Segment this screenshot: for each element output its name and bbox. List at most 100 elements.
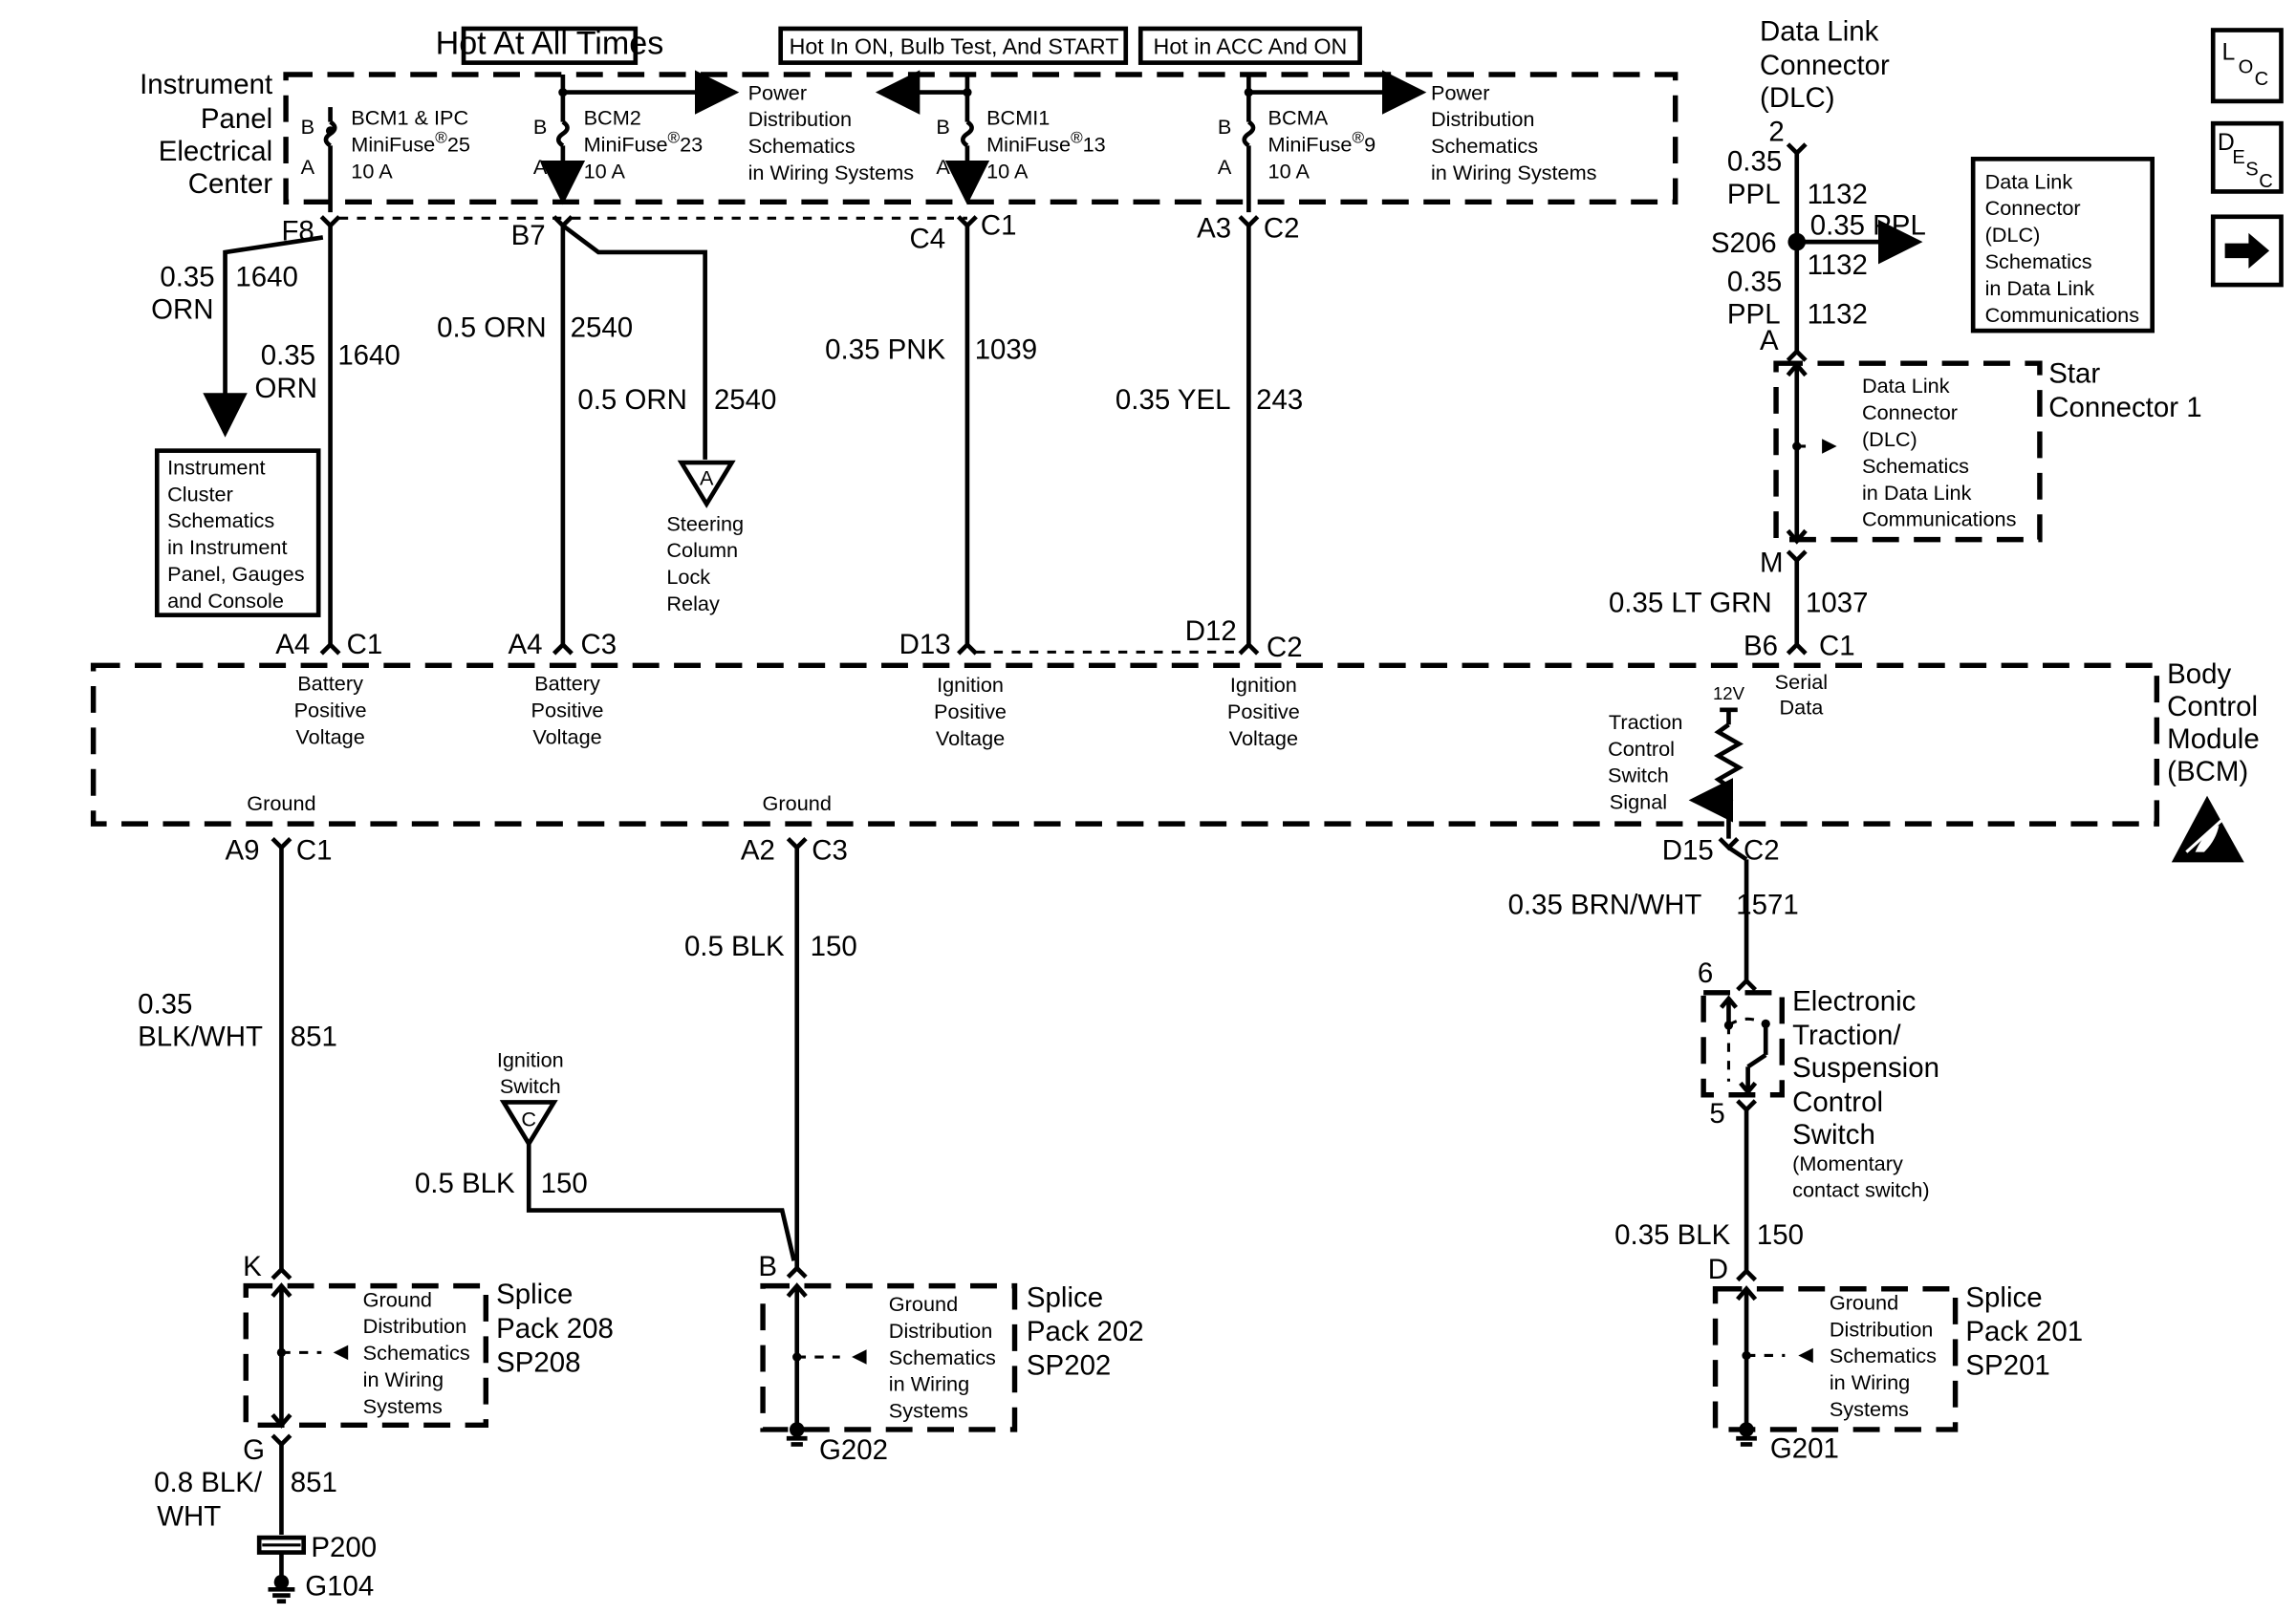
wire-1571: 0.35 BRN/WHT 1571 6 <box>1508 846 1799 992</box>
svg-text:Power: Power <box>1431 80 1489 104</box>
svg-text:D: D <box>2218 130 2235 156</box>
svg-text:Ground: Ground <box>247 791 315 815</box>
wire-1039: 0.35 PNK 1039 <box>825 226 1037 645</box>
svg-text:1039: 1039 <box>975 334 1038 366</box>
svg-text:Data Link: Data Link <box>1760 15 1879 47</box>
desc-icon[interactable]: D E S C <box>2210 120 2284 194</box>
svg-text:Schematics: Schematics <box>1830 1344 1937 1367</box>
svg-text:B: B <box>758 1251 777 1282</box>
fuse-bcma: B A BCMA MiniFuse®9 10 A <box>1218 70 1427 213</box>
svg-text:Schematics: Schematics <box>1985 249 2092 273</box>
svg-text:C4: C4 <box>910 223 946 254</box>
ground-wire-851-to-g104: G 0.8 BLK/ WHT 851 P200 G104 <box>154 1433 377 1604</box>
svg-text:Schematics: Schematics <box>167 508 274 532</box>
svg-text:in Data Link: in Data Link <box>1862 481 1972 505</box>
bcm-bottom-pins: A9 C1 A2 C3 D15 C2 <box>226 834 1780 866</box>
svg-text:Schematics: Schematics <box>363 1341 470 1365</box>
next-arrow-icon[interactable] <box>2210 214 2284 288</box>
svg-text:ORN: ORN <box>151 294 213 326</box>
svg-text:150: 150 <box>541 1168 588 1199</box>
svg-text:in Wiring: in Wiring <box>889 1372 969 1396</box>
svg-text:Splice: Splice <box>496 1279 573 1310</box>
svg-text:1132: 1132 <box>1808 179 1868 210</box>
svg-text:Control: Control <box>1792 1087 1883 1118</box>
power-distribution-link-1[interactable]: Power Distribution Schematics in Wiring … <box>748 80 915 184</box>
ground-distribution-link-sp201[interactable]: Ground Distribution Schematics in Wiring… <box>1830 1290 1937 1421</box>
svg-text:Electronic: Electronic <box>1792 985 1916 1017</box>
svg-text:Column: Column <box>666 538 738 562</box>
svg-text:D13: D13 <box>899 629 951 660</box>
dlc-schematics-link[interactable]: Data Link Connector (DLC) Schematics in … <box>1970 157 2155 334</box>
ipec-connector-pins: F8 B7 C4 C1 A3 C2 <box>281 209 1299 254</box>
svg-text:C2: C2 <box>1267 632 1303 663</box>
svg-text:Battery: Battery <box>534 672 600 696</box>
ipec-label: Instrument Panel Electrical Center <box>140 69 272 200</box>
ground-distribution-link-sp208[interactable]: Ground Distribution Schematics in Wiring… <box>363 1287 470 1418</box>
svg-text:A4: A4 <box>509 629 543 660</box>
svg-text:0.35: 0.35 <box>1727 266 1782 297</box>
fuse-bcmi1: B A BCMI1 MiniFuse®13 10 A <box>875 70 1106 205</box>
svg-text:Ground: Ground <box>889 1292 958 1316</box>
svg-text:B: B <box>1218 115 1231 139</box>
svg-text:0.8 BLK/: 0.8 BLK/ <box>154 1467 263 1498</box>
instrument-cluster-link[interactable]: Instrument Cluster Schematics in Instrum… <box>154 448 321 617</box>
svg-text:Lock: Lock <box>666 565 710 589</box>
loc-icon[interactable]: L O C <box>2210 28 2284 104</box>
svg-text:S: S <box>2245 159 2258 180</box>
svg-text:M: M <box>1760 548 1784 579</box>
svg-text:in Instrument: in Instrument <box>167 535 287 559</box>
svg-text:0.35 YEL: 0.35 YEL <box>1116 384 1231 416</box>
header-hot-on-bulb-start: Hot In ON, Bulb Test, And START <box>778 26 1129 65</box>
svg-text:(DLC): (DLC) <box>1985 223 2041 247</box>
svg-text:Ignition: Ignition <box>1230 673 1297 697</box>
steering-column-lock-relay[interactable]: A Steering Column Lock Relay <box>666 460 744 615</box>
svg-text:Data Link: Data Link <box>1862 374 1950 398</box>
svg-text:in Wiring: in Wiring <box>363 1367 444 1391</box>
svg-text:0.5 BLK: 0.5 BLK <box>415 1168 515 1199</box>
svg-text:Positive: Positive <box>934 699 1007 723</box>
svg-text:Switch: Switch <box>500 1074 561 1098</box>
svg-text:A: A <box>533 155 548 179</box>
svg-text:0.35 LT GRN: 0.35 LT GRN <box>1609 588 1772 619</box>
svg-text:C1: C1 <box>296 834 333 866</box>
svg-text:Serial: Serial <box>1775 670 1828 694</box>
svg-text:Voltage: Voltage <box>936 726 1005 750</box>
svg-text:0.35: 0.35 <box>1727 146 1782 178</box>
svg-text:Pack 201: Pack 201 <box>1965 1316 2083 1347</box>
ground-distribution-link-sp202[interactable]: Ground Distribution Schematics in Wiring… <box>889 1292 996 1423</box>
power-distribution-link-2[interactable]: Power Distribution Schematics in Wiring … <box>1431 80 1597 184</box>
ground-wire-150-mid: 0.5 BLK 150 0.5 BLK 150 B <box>415 847 857 1282</box>
svg-text:Data Link: Data Link <box>1985 169 2073 193</box>
svg-text:10 A: 10 A <box>351 159 393 183</box>
svg-text:A: A <box>700 465 714 489</box>
header-hot-acc-on: Hot in ACC And ON <box>1137 26 1362 65</box>
svg-text:Body: Body <box>2167 658 2231 690</box>
svg-text:1571: 1571 <box>1736 890 1799 921</box>
svg-text:6: 6 <box>1698 958 1713 989</box>
electronic-traction-suspension-control-switch[interactable]: Electronic Traction/ Suspension Control … <box>1700 985 1939 1202</box>
svg-text:1640: 1640 <box>235 262 297 293</box>
svg-text:851: 851 <box>291 1022 337 1053</box>
svg-text:Systems: Systems <box>889 1399 968 1423</box>
svg-text:G104: G104 <box>305 1571 374 1603</box>
ignition-switch[interactable]: Ignition Switch C <box>497 1047 564 1149</box>
svg-text:D: D <box>1708 1254 1728 1285</box>
svg-text:10 A: 10 A <box>584 159 626 183</box>
svg-text:Suspension: Suspension <box>1792 1052 1939 1084</box>
wire-2540: 0.5 ORN 2540 0.5 ORN 2540 <box>437 224 776 645</box>
svg-text:Positive: Positive <box>294 699 367 722</box>
svg-text:MiniFuse®9: MiniFuse®9 <box>1268 128 1376 156</box>
star-connector-1: Data Link Connector (DLC) Schematics in … <box>1773 357 2202 545</box>
bcm-top-pins: A4 C1 A4 C3 D13 D12 C2 B6 C1 <box>275 615 1854 663</box>
svg-text:(BCM): (BCM) <box>2167 756 2248 787</box>
svg-text:C1: C1 <box>347 629 383 660</box>
svg-text:A: A <box>936 155 950 179</box>
svg-text:Traction/: Traction/ <box>1792 1020 1901 1051</box>
svg-text:A9: A9 <box>226 834 260 866</box>
svg-text:Distribution: Distribution <box>363 1314 466 1338</box>
svg-text:PPL: PPL <box>1727 179 1781 210</box>
fuse-bcm2: B A BCM2 MiniFuse®23 10 A <box>533 70 740 205</box>
svg-text:A3: A3 <box>1197 212 1231 244</box>
svg-text:150: 150 <box>811 931 857 962</box>
